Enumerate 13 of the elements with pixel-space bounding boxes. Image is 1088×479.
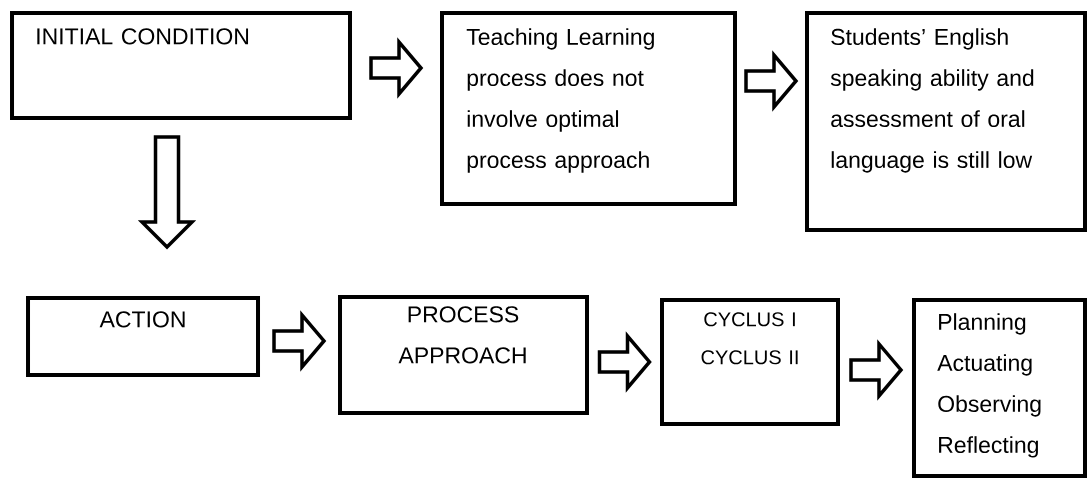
- process-box: Students’ English speaking ability and assessment of oral language is still low: [805, 11, 1087, 232]
- process-box: PROCESS APPROACH: [338, 295, 589, 415]
- block-arrow: [272, 310, 327, 372]
- block-arrow: [369, 37, 424, 99]
- block-arrow: [137, 135, 197, 250]
- process-box: Planning Actuating Observing Reflecting: [912, 298, 1087, 478]
- block-arrow: [744, 50, 799, 112]
- process-box: INITIAL CONDITION: [10, 11, 352, 120]
- block-arrow: [597, 331, 652, 393]
- process-box: CYCLUS I CYCLUS II: [660, 298, 840, 426]
- block-arrow: [849, 339, 904, 401]
- process-box: ACTION: [26, 296, 260, 377]
- process-box: Teaching Learning process does not involve optimal process approach: [440, 11, 737, 206]
